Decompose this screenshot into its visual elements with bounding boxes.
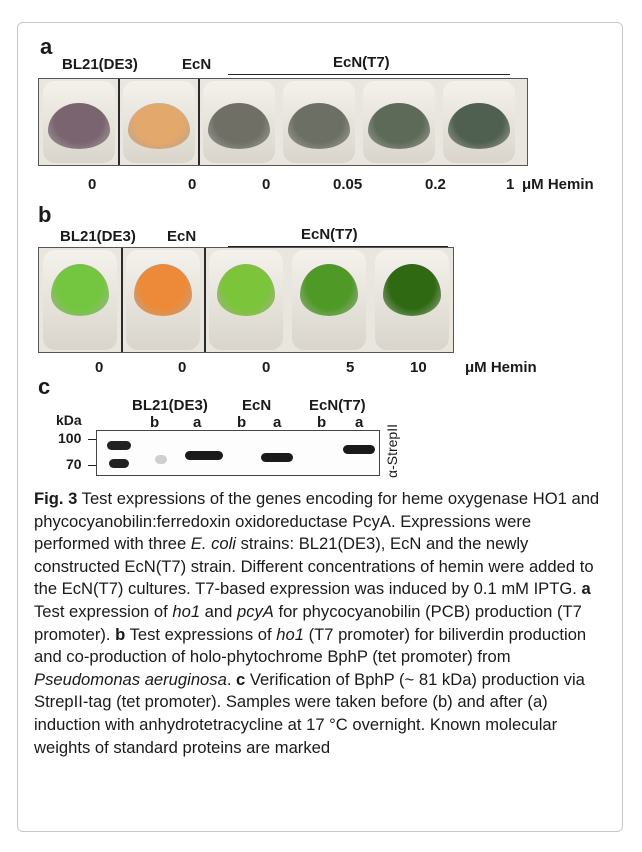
panel-b-tube-2 xyxy=(126,250,200,350)
panel-b-strain-ecn: EcN xyxy=(167,228,197,245)
panel-a-tube-2 xyxy=(123,81,195,163)
caption-ho1-2: ho1 xyxy=(276,624,304,644)
panel-b-value-2: 0 xyxy=(178,359,187,376)
figure-frame xyxy=(17,22,623,832)
caption-text-1: Test expressions of the genes encoding f… xyxy=(34,489,600,554)
panel-b-value-5: 10 xyxy=(410,359,427,376)
panel-b-culture-2 xyxy=(134,264,192,316)
panel-a-culture-5 xyxy=(368,103,430,149)
panel-a-unit-label: μM Hemin xyxy=(522,176,594,193)
lane-label-a-6: a xyxy=(355,414,364,431)
panel-b-culture-5 xyxy=(383,264,441,316)
caption-text-3: Test expression of xyxy=(34,601,173,621)
panel-a-value-1: 0 xyxy=(88,176,97,193)
fig-label: Fig. 3 xyxy=(34,489,78,508)
panel-c-strain-ecnt7: EcN(T7) xyxy=(309,397,366,414)
panel-a-value-2: 0 xyxy=(188,176,197,193)
panel-b-value-3: 0 xyxy=(262,359,271,376)
panel-b-unit-label: μM Hemin xyxy=(465,359,537,376)
panel-b-culture-1 xyxy=(51,264,109,316)
mw-70-tick xyxy=(88,465,96,466)
lane-label-a-4: a xyxy=(273,414,282,431)
panel-a-tube-5 xyxy=(363,81,435,163)
panel-a-tube-divider xyxy=(198,79,200,165)
panel-a-value-3: 0 xyxy=(262,176,271,193)
blot-band-6 xyxy=(155,455,167,464)
panel-b-tube-4 xyxy=(292,250,366,350)
caption-a: a xyxy=(581,579,591,599)
panel-a-culture-4 xyxy=(288,103,350,149)
panel-b-strain-bl21: BL21(DE3) xyxy=(60,228,136,245)
panel-b-letter: b xyxy=(38,202,52,227)
panel-a-value-5: 0.2 xyxy=(425,176,446,193)
caption-ho1: ho1 xyxy=(172,601,201,621)
western-blot xyxy=(96,430,380,476)
panel-b-tube-5 xyxy=(375,250,449,350)
panel-c-strain-ecn: EcN xyxy=(242,397,272,414)
panel-a-value-4: 0.05 xyxy=(333,176,363,193)
kda-label: kDa xyxy=(56,412,82,428)
caption-text-8: . xyxy=(226,669,237,689)
panel-a-culture-6 xyxy=(448,103,510,149)
lane-label-a-2: a xyxy=(193,414,202,431)
caption-text-9: Verification of BphP (~ 81 kDa) producti… xyxy=(34,669,585,757)
panel-a-culture-3 xyxy=(208,103,270,149)
blot-band-4 xyxy=(261,453,293,462)
caption-text-2: strains: BL21(DE3), EcN and the newly co… xyxy=(34,534,594,599)
panel-a-strain-ecnt7: EcN(T7) xyxy=(333,54,390,71)
caption-pseudomonas: Pseudomonas aeruginosa xyxy=(34,669,227,689)
caption-c: c xyxy=(236,669,246,689)
caption-text-6: Test expressions of xyxy=(125,624,277,644)
panel-a-value-6: 1 xyxy=(506,176,515,193)
panel-b-tube-divider xyxy=(203,248,206,352)
panel-a-tube-3 xyxy=(203,81,275,163)
blot-band-1 xyxy=(107,441,131,450)
panel-a-letter: a xyxy=(40,34,53,59)
caption-text-7: (T7 promoter) for biliverdin production … xyxy=(34,624,587,667)
panel-a-culture-1 xyxy=(48,103,110,149)
panel-b-value-4: 5 xyxy=(346,359,355,376)
caption-pcya: pcyA xyxy=(236,601,274,621)
panel-b-tube-divider xyxy=(120,248,123,352)
panel-b-tube-1 xyxy=(43,250,117,350)
panel-a-strain-bl21: BL21(DE3) xyxy=(62,56,138,73)
lane-label-b-5: b xyxy=(317,414,327,431)
panel-a-tube-1 xyxy=(43,81,115,163)
panel-b-strain-ecnt7: EcN(T7) xyxy=(301,226,358,243)
mw-100-tick xyxy=(88,439,96,440)
panel-b-culture-4 xyxy=(300,264,358,316)
panel-a-tube-photo xyxy=(38,78,528,166)
panel-b-tube-photo xyxy=(38,247,454,353)
blot-band-2 xyxy=(109,459,129,468)
panel-a-tube-divider xyxy=(118,79,120,165)
panel-b-tube-3 xyxy=(209,250,283,350)
panel-c-letter: c xyxy=(38,374,51,399)
panel-a-tube-6 xyxy=(443,81,515,163)
panel-b-value-1: 0 xyxy=(95,359,104,376)
caption-text-5: for phycocyanobilin (PCB) production (T7… xyxy=(34,601,582,644)
lane-label-b-1: b xyxy=(150,414,160,431)
panel-b-culture-3 xyxy=(217,264,275,316)
mw-100-label: 100 xyxy=(58,430,82,446)
panel-a-tube-4 xyxy=(283,81,355,163)
panel-a-strain-ecn: EcN xyxy=(182,56,212,73)
blot-band-3 xyxy=(185,451,223,460)
figure-caption: Fig. 3 Test expressions of the genes enc… xyxy=(34,488,610,759)
antibody-label: α-StrepII xyxy=(384,424,400,478)
mw-70-label: 70 xyxy=(66,456,82,472)
panel-c-strain-bl21: BL21(DE3) xyxy=(132,397,208,414)
panel-a-bracket-line xyxy=(228,74,510,75)
caption-ecoli: E. coli xyxy=(190,534,236,554)
panel-b-bracket-line xyxy=(228,246,448,247)
caption-text-4: and xyxy=(200,601,237,621)
panel-a-culture-2 xyxy=(128,103,190,149)
caption-b: b xyxy=(115,624,126,644)
lane-label-b-3: b xyxy=(237,414,247,431)
blot-band-5 xyxy=(343,445,375,454)
